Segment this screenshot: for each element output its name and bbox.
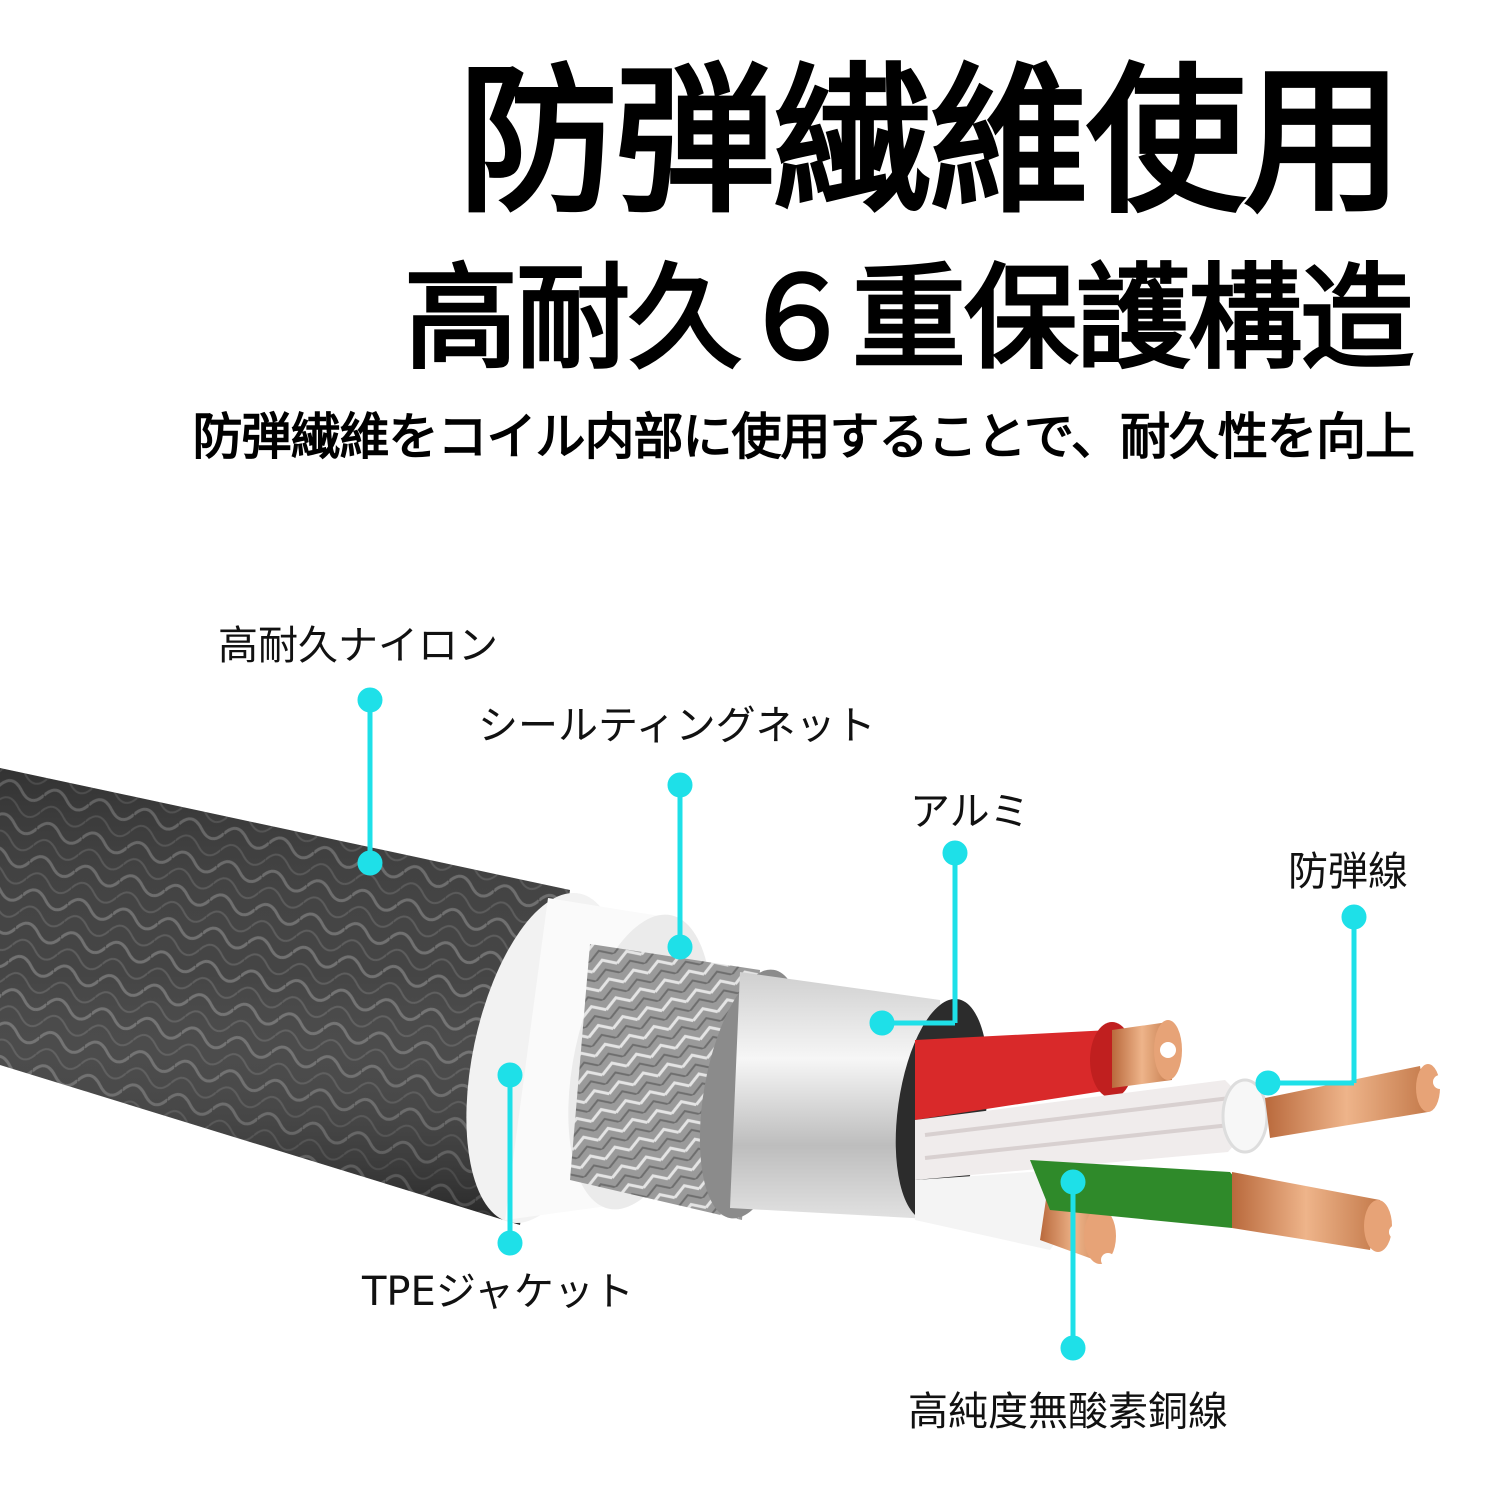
cable-structure-diagram: 高耐久ナイロン シールティングネット アルミ 防弾線 TPEジャケット 高純度無…	[0, 560, 1500, 1500]
main-title: 防弾繊維使用	[457, 48, 1403, 235]
label-tpe-jacket: TPEジャケット	[362, 1269, 634, 1315]
cable-cross-section-illustration	[0, 687, 1447, 1361]
label-shielding-net: シールティングネット	[478, 703, 876, 749]
white-kevlar-wire	[915, 1064, 1447, 1180]
nylon-jacket	[0, 768, 570, 1225]
description: 防弾繊維をコイル内部に使用することで、耐久性を向上	[192, 408, 1415, 466]
label-copper: 高純度無酸素銅線	[908, 1389, 1228, 1435]
subtitle: 高耐久６重保護構造	[403, 252, 1414, 385]
red-wire	[915, 1020, 1182, 1120]
label-aluminum: アルミ	[910, 789, 1030, 835]
label-kevlar: 防弾線	[1288, 849, 1408, 895]
label-nylon: 高耐久ナイロン	[218, 623, 498, 669]
callout-lines	[357, 687, 1367, 1361]
